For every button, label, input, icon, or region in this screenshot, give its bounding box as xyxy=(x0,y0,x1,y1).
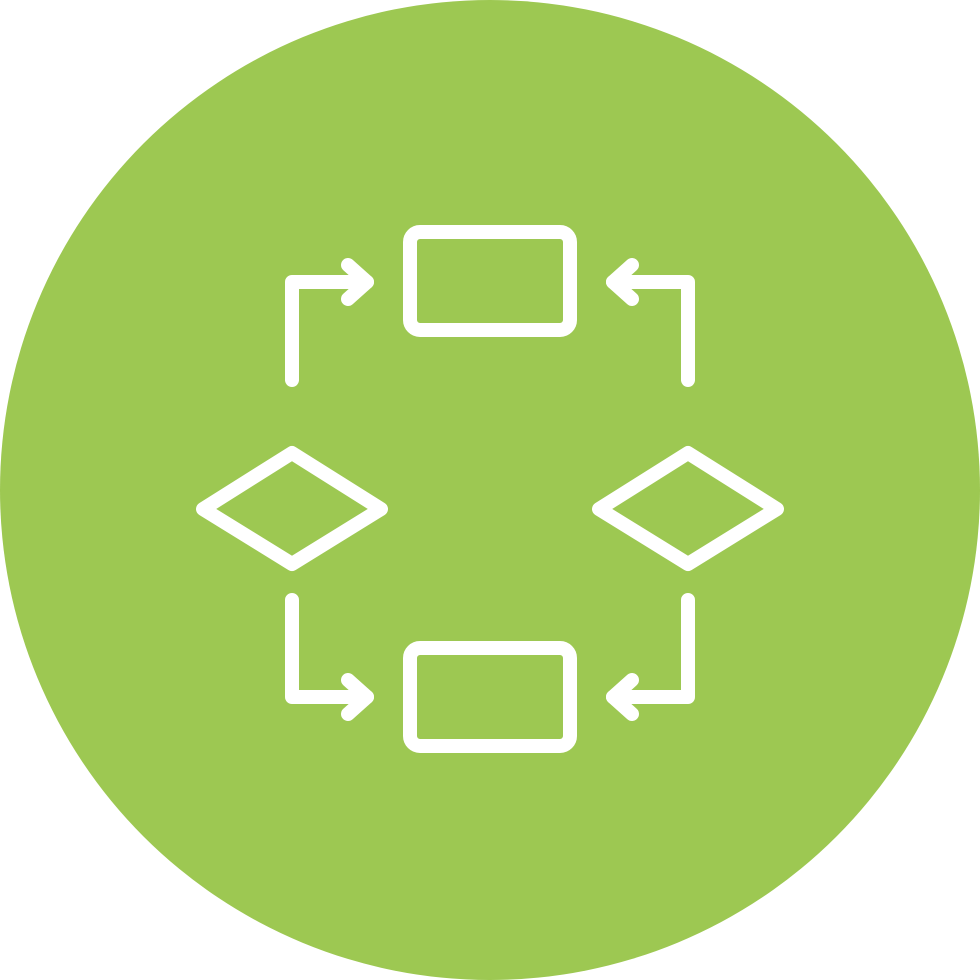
decision-diamond-left xyxy=(196,446,388,571)
arrow-left-to-bottom xyxy=(285,593,374,721)
arrow-right-to-bottom xyxy=(606,593,695,721)
arrow-right-to-top xyxy=(606,258,695,387)
process-box-bottom xyxy=(403,641,577,753)
decision-diamond-right xyxy=(592,446,784,571)
arrow-left-to-top xyxy=(285,258,374,387)
process-box-top xyxy=(403,225,577,337)
